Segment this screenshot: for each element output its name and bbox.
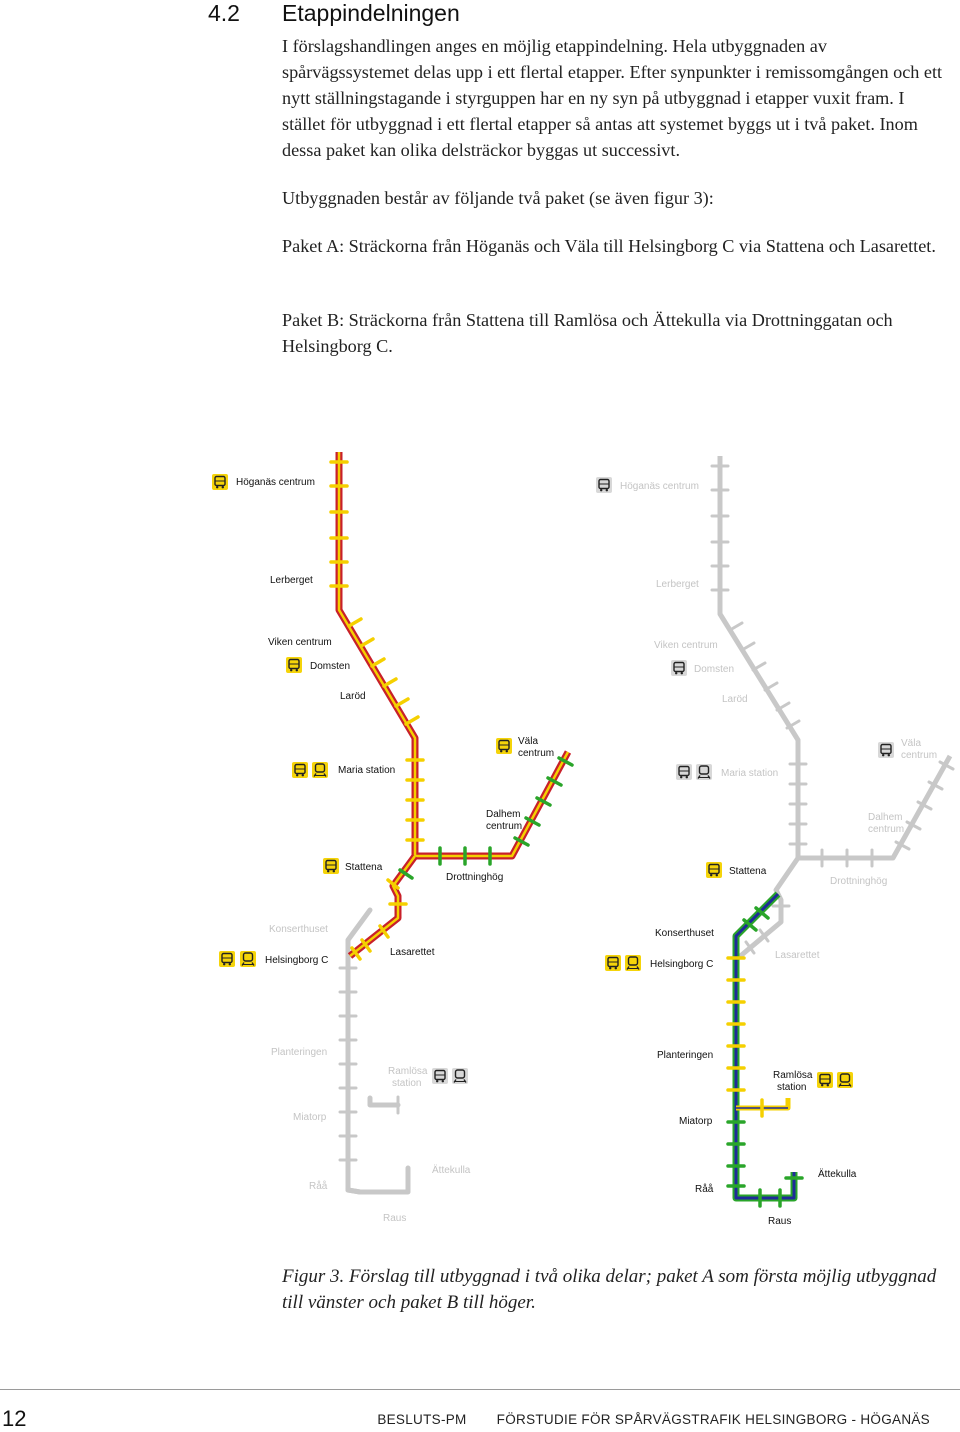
station-raus-b: Raus	[768, 1216, 791, 1227]
station-miatorp-b: Miatorp	[679, 1116, 713, 1127]
station-planteringen-b: Planteringen	[657, 1050, 713, 1061]
station-raa: Råå	[309, 1180, 328, 1192]
station-stattena: Stattena	[345, 862, 383, 873]
stop-ticks-b	[726, 956, 764, 1118]
section-title: Etappindelningen	[282, 0, 460, 26]
station-ramlosa-2: station	[392, 1078, 421, 1089]
bus-icon	[211, 473, 229, 491]
station-hoganas: Höganäs centrum	[236, 477, 315, 488]
bus-icon	[218, 950, 236, 968]
station-drottninghog: Drottninghög	[446, 872, 503, 883]
train-icon	[624, 954, 642, 972]
grey-lines-a	[345, 907, 411, 1195]
station-lasarettet: Lasarettet	[390, 947, 435, 958]
grey-lines-b	[717, 456, 953, 861]
paragraph-intro: I förslagshandlingen anges en möjlig eta…	[282, 36, 943, 160]
station-viken: Viken centrum	[268, 637, 332, 648]
station-dalhem-2: centrum	[486, 821, 522, 832]
footer-doc-title: FÖRSTUDIE FÖR SPÅRVÄGSTRAFIK HELSINGBORG…	[496, 1412, 930, 1427]
train-icon	[695, 763, 713, 781]
station-hoganas-b: Höganäs centrum	[620, 481, 699, 492]
line-hoganas-vala	[335, 452, 572, 860]
stop-ticks-vala	[398, 756, 574, 880]
station-lerberget-b: Lerberget	[656, 579, 699, 590]
train-icon	[311, 761, 329, 779]
map-package-a: Höganäs centrum Lerberget Viken centrum …	[211, 452, 574, 1224]
train-icon	[239, 950, 257, 968]
bus-icon	[322, 857, 340, 875]
station-larod-b: Laröd	[722, 694, 748, 705]
bus-icon	[291, 761, 309, 779]
station-ramlosa: Ramlösa	[388, 1066, 428, 1077]
station-vala-b-2: centrum	[901, 750, 937, 761]
station-konserthuset: Konserthuset	[269, 924, 328, 935]
station-helsingborg-b: Helsingborg C	[650, 959, 713, 970]
bus-icon	[670, 659, 688, 677]
footer-running-title: BESLUTS-PM FÖRSTUDIE FÖR SPÅRVÄGSTRAFIK …	[351, 1412, 930, 1427]
station-attekulla-b: Ättekulla	[818, 1168, 857, 1180]
station-domsten-b: Domsten	[694, 664, 734, 675]
map-package-b: Höganäs centrum Lerberget Viken centrum …	[595, 456, 955, 1227]
paragraph-packages: Utbyggnaden består av följande två paket…	[282, 188, 714, 208]
station-miatorp: Miatorp	[293, 1112, 327, 1123]
stop-ticks-b-green	[726, 906, 804, 1208]
station-ramlosa-b: Ramlösa	[773, 1070, 813, 1081]
bus-icon	[675, 763, 693, 781]
train-icon	[451, 1067, 469, 1085]
station-helsingborg: Helsingborg C	[265, 955, 328, 966]
bus-icon	[705, 861, 723, 879]
page-number: 12	[2, 1406, 27, 1431]
stop-ticks-a	[329, 460, 425, 961]
bus-icon	[595, 476, 613, 494]
paragraph-package-a: Paket A: Sträckorna från Höganäs och Väl…	[282, 236, 936, 256]
bus-icon	[431, 1067, 449, 1085]
paragraph-package-b: Paket B: Sträckorna från Stattena till R…	[282, 310, 893, 356]
bus-icon	[877, 741, 895, 759]
figure-caption: Figur 3. Förslag till utbyggnad i två ol…	[282, 1266, 937, 1313]
footer-doc-type: BESLUTS-PM	[377, 1412, 467, 1427]
bus-icon	[604, 954, 622, 972]
train-icon	[836, 1071, 854, 1089]
grey-ticks-a	[338, 966, 400, 1162]
station-domsten: Domsten	[310, 661, 350, 672]
station-dalhem-b-2: centrum	[868, 824, 904, 835]
station-larod: Laröd	[340, 691, 366, 702]
station-planteringen: Planteringen	[271, 1047, 327, 1058]
station-maria-b: Maria station	[721, 768, 778, 779]
footer-divider	[0, 1389, 960, 1390]
station-lerberget: Lerberget	[270, 575, 313, 586]
station-lasarettet-b: Lasarettet	[775, 950, 820, 961]
station-konserthuset-b: Konserthuset	[655, 928, 714, 939]
bus-icon	[285, 656, 303, 674]
station-dalhem: Dalhem	[486, 809, 520, 820]
station-viken-b: Viken centrum	[654, 640, 718, 651]
station-vala: Väla	[518, 736, 538, 747]
station-raa-b: Råå	[695, 1183, 714, 1195]
station-dalhem-b: Dalhem	[868, 812, 902, 823]
bus-icon	[816, 1071, 834, 1089]
section-number: 4.2	[208, 0, 240, 26]
grey-ticks-b	[710, 464, 955, 955]
station-ramlosa-b-2: station	[777, 1082, 806, 1093]
station-attekulla: Ättekulla	[432, 1164, 471, 1176]
station-vala-2: centrum	[518, 748, 554, 759]
station-maria: Maria station	[338, 765, 395, 776]
station-raus: Raus	[383, 1213, 406, 1224]
bus-icon	[495, 737, 513, 755]
station-vala-b: Väla	[901, 738, 921, 749]
station-stattena-b: Stattena	[729, 866, 767, 877]
station-drottninghog-b: Drottninghög	[830, 876, 887, 887]
